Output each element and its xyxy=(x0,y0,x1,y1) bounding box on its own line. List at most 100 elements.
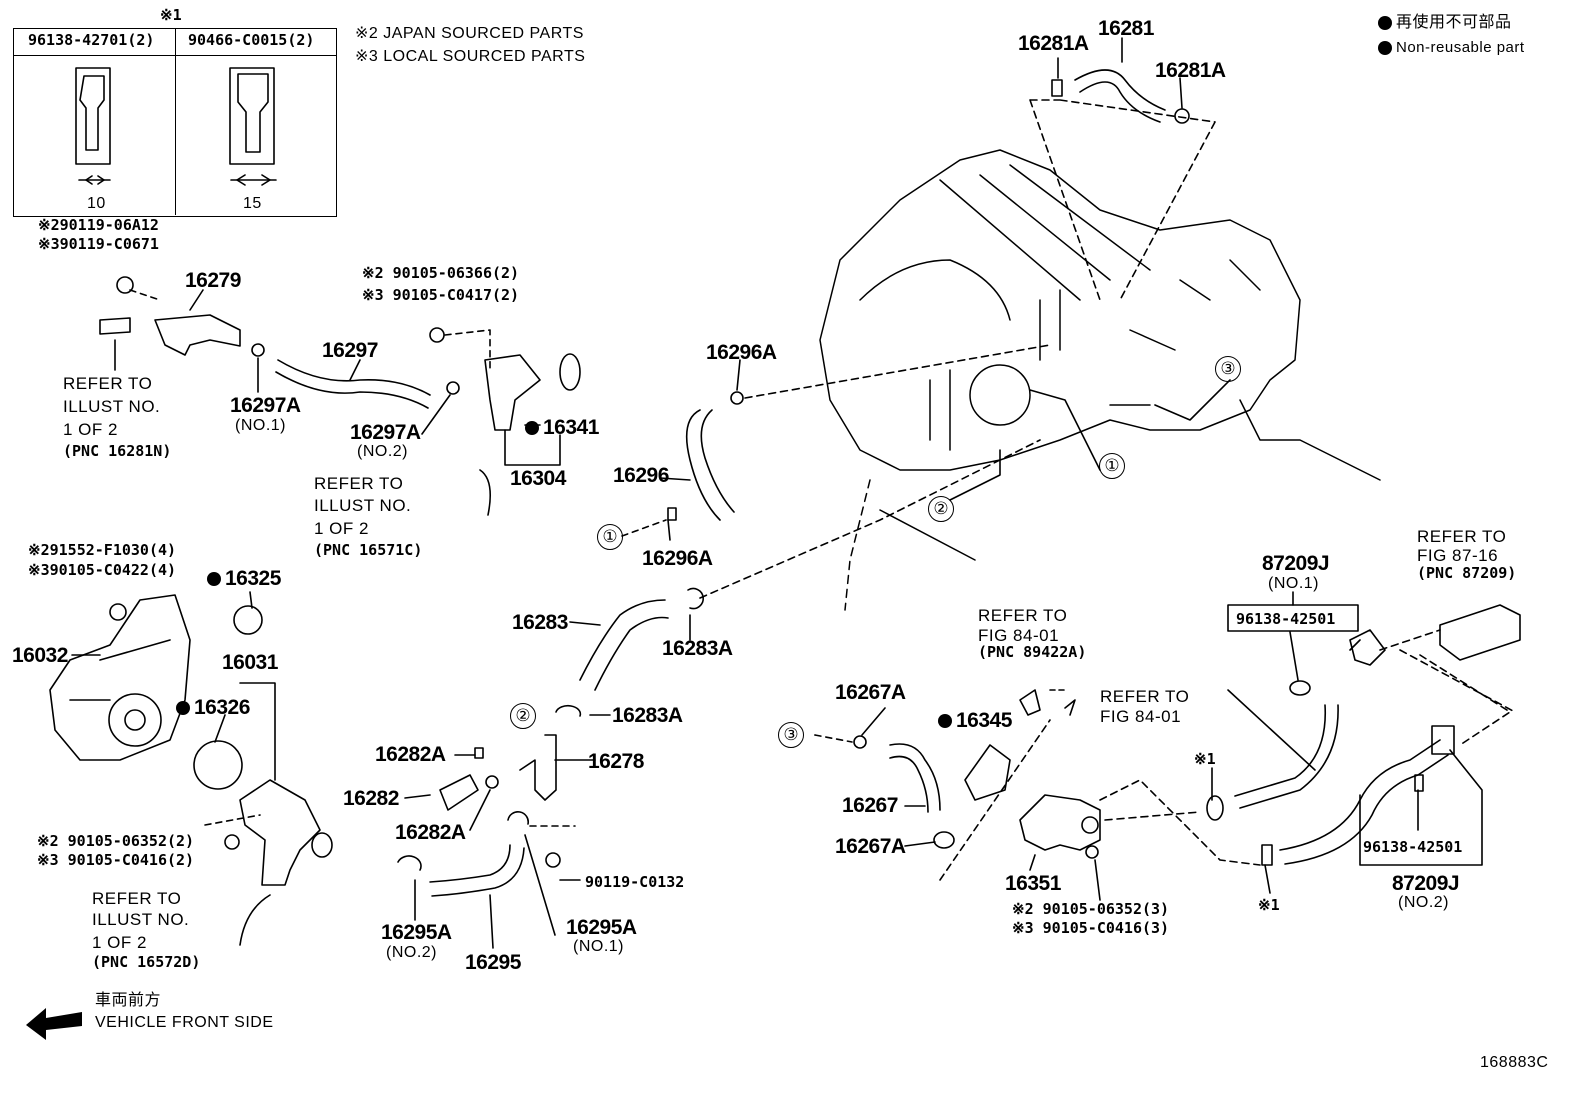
label-16341-text: 16341 xyxy=(543,416,599,439)
label-16296A-bot: 16296A xyxy=(642,547,713,570)
bolt-90105-06352-a xyxy=(224,834,240,850)
clamp-16281A-right xyxy=(1174,108,1190,124)
label-16282: 16282 xyxy=(343,787,399,810)
pipe-16278 xyxy=(519,734,557,801)
circled-2-engine: ② xyxy=(928,496,954,522)
label-16296A-top: 16296A xyxy=(706,341,777,364)
note-japan-sourced: ※2 JAPAN SOURCED PARTS xyxy=(355,25,584,42)
label-16296: 16296 xyxy=(613,464,669,487)
refer-pipe-16572D xyxy=(239,894,271,946)
clamp-16281A-left xyxy=(1051,79,1063,97)
ref6-l3: (PNC 87209) xyxy=(1417,564,1517,582)
refer-pipe-16571C xyxy=(479,469,491,516)
legend-jp-text: 再使用不可部品 xyxy=(1396,14,1512,31)
hose-16283 xyxy=(579,599,666,681)
clamp-16296A-bot xyxy=(667,507,677,521)
oring-16326 xyxy=(193,740,243,790)
label-16297A-no1: 16297A xyxy=(230,394,301,417)
label-bolt-top-local: ※390119-C0671 xyxy=(38,235,159,253)
label-star1-b: ※1 xyxy=(1258,896,1280,914)
label-16283: 16283 xyxy=(512,611,568,634)
label-16326-text: 16326 xyxy=(194,696,250,719)
label-87209J-no2: 87209J xyxy=(1392,872,1460,895)
label-16295A-no1-sub: (NO.1) xyxy=(573,938,624,955)
ref3-l1: REFER TO xyxy=(92,889,182,908)
clamp-96138-a-part xyxy=(1289,680,1311,696)
label-bolt5-local: ※3 90105-C0416(3) xyxy=(1012,919,1170,937)
front-label-jp: 車両前方 xyxy=(95,992,162,1009)
label-96138-42501-b: 96138-42501 xyxy=(1363,838,1463,856)
note-local-sourced: ※3 LOCAL SOURCED PARTS xyxy=(355,48,586,65)
label-16304: 16304 xyxy=(510,467,566,490)
clamp-16295A-no1 xyxy=(507,811,529,825)
ref1-l1: REFER TO xyxy=(63,374,153,393)
legend-en: Non-reusable part xyxy=(1378,40,1525,56)
ref3-l2: ILLUST NO. xyxy=(92,910,190,929)
ref5-l1: REFER TO xyxy=(1100,687,1190,706)
clamp-16283A-a xyxy=(687,587,704,610)
ref2-l1: REFER TO xyxy=(314,474,404,493)
label-16279: 16279 xyxy=(185,269,241,292)
non-reusable-dot-icon xyxy=(1378,41,1392,56)
non-reusable-dot-icon xyxy=(207,572,221,587)
clamp-16282A-b xyxy=(485,775,499,789)
front-arrow-icon xyxy=(26,1008,82,1040)
non-reusable-dot-icon xyxy=(525,421,539,436)
clip-drawing-15 xyxy=(229,67,277,186)
label-bolt-top-jp: ※290119-06A12 xyxy=(38,216,159,234)
circled-3-hose: ③ xyxy=(778,722,804,748)
ref1-l3: 1 OF 2 xyxy=(63,420,118,439)
label-bolt2-local: ※3 90105-C0417(2) xyxy=(362,286,520,304)
label-16295: 16295 xyxy=(465,951,521,974)
water-inlet-16351 xyxy=(1019,794,1101,851)
label-16282A-a: 16282A xyxy=(375,743,446,766)
clamp-star1-a xyxy=(1206,795,1224,821)
bolt-90105-06366 xyxy=(429,327,445,343)
label-bolt4-local: ※3 90105-C0416(2) xyxy=(37,851,195,869)
clamp-star1-b xyxy=(1261,844,1273,866)
gasket-16341 xyxy=(559,353,581,391)
gasket-16345 xyxy=(964,744,1011,801)
hose-16296 xyxy=(685,409,721,521)
note-star1: ※1 xyxy=(160,6,182,24)
label-16297A-no2: 16297A xyxy=(350,421,421,444)
label-16281A-a: 16281A xyxy=(1018,32,1089,55)
clamp-16267A-b xyxy=(933,831,955,849)
legend-jp: 再使用不可部品 xyxy=(1378,15,1512,31)
ref5-l2: FIG 84-01 xyxy=(1100,707,1182,726)
circled-1-engine: ① xyxy=(1099,453,1125,479)
label-16283A-b: 16283A xyxy=(612,704,683,727)
ref3-l3: 1 OF 2 xyxy=(92,933,147,952)
ref4-l3: (PNC 89422A) xyxy=(978,643,1087,661)
clamp-16297A-no1 xyxy=(251,343,265,357)
engine-block-outline xyxy=(819,149,1381,611)
gasket-16325 xyxy=(233,605,263,635)
label-16278: 16278 xyxy=(588,750,644,773)
ref2-l4: (PNC 16571C) xyxy=(314,541,423,559)
circled-2-hose: ② xyxy=(510,703,536,729)
label-16325: 16325 xyxy=(207,568,281,589)
dashed-16281-link xyxy=(1029,99,1216,301)
ref1-l2: ILLUST NO. xyxy=(63,397,161,416)
figure-id: 168883C xyxy=(1480,1054,1549,1071)
clamp-16295A-no2 xyxy=(397,855,422,871)
label-16295A-no2: 16295A xyxy=(381,921,452,944)
thermostat-16031 xyxy=(239,779,333,886)
ref1-l4: (PNC 16281N) xyxy=(63,442,172,460)
non-reusable-dot-icon xyxy=(176,701,190,716)
label-16341: 16341 xyxy=(525,417,599,438)
joint-87209J-no2 xyxy=(1431,725,1455,755)
circled-1-hose: ① xyxy=(597,524,623,550)
label-16283A-a: 16283A xyxy=(662,637,733,660)
ref3-l4: (PNC 16572D) xyxy=(92,953,201,971)
label-16325-text: 16325 xyxy=(225,567,281,590)
clamp-96138-a-drawing xyxy=(1349,629,1386,666)
clamp-16297A-no2 xyxy=(446,381,460,395)
label-16282A-b: 16282A xyxy=(395,821,466,844)
clip-table-divider xyxy=(175,28,176,215)
hose-16297 xyxy=(277,359,431,396)
clip-part-1: 96138-42701(2) xyxy=(28,31,155,49)
label-87209J-no1-sub: (NO.1) xyxy=(1268,575,1319,592)
circled-3-engine: ③ xyxy=(1215,356,1241,382)
